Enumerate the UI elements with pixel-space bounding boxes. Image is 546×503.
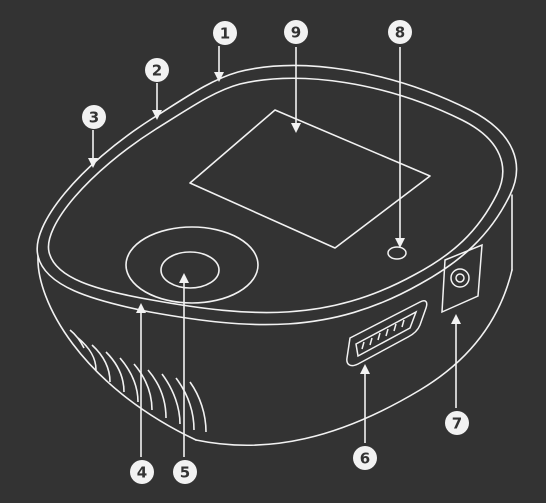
device-top-outline [36, 64, 518, 326]
power-button [160, 251, 220, 289]
indicator-led [387, 246, 407, 260]
svg-text:4: 4 [137, 464, 147, 482]
svg-text:7: 7 [452, 415, 462, 433]
callout-2: 2 [145, 58, 169, 82]
callout-3: 3 [82, 105, 106, 129]
svg-text:6: 6 [360, 450, 370, 468]
callout-5: 5 [173, 460, 197, 484]
device-top-inner-outline [47, 77, 504, 314]
arrow-heads [88, 72, 461, 374]
svg-text:5: 5 [180, 464, 190, 482]
device-left-edge [37, 255, 197, 441]
leader-lines [92, 46, 457, 457]
callout-8: 8 [388, 20, 412, 44]
connector-port [346, 300, 428, 367]
svg-text:9: 9 [291, 24, 301, 42]
side-socket [441, 243, 483, 314]
svg-text:3: 3 [89, 109, 99, 127]
callout-9: 9 [284, 20, 308, 44]
display-screen [189, 109, 431, 249]
callout-4: 4 [130, 460, 154, 484]
side-vent-grooves [69, 329, 207, 433]
callout-6: 6 [353, 446, 377, 470]
svg-text:8: 8 [395, 24, 405, 42]
callout-1: 1 [213, 21, 237, 45]
button-outer-ring [125, 226, 259, 304]
device-bottom-edge [195, 269, 513, 447]
svg-text:2: 2 [152, 62, 162, 80]
svg-text:1: 1 [220, 25, 230, 43]
callout-7: 7 [445, 411, 469, 435]
